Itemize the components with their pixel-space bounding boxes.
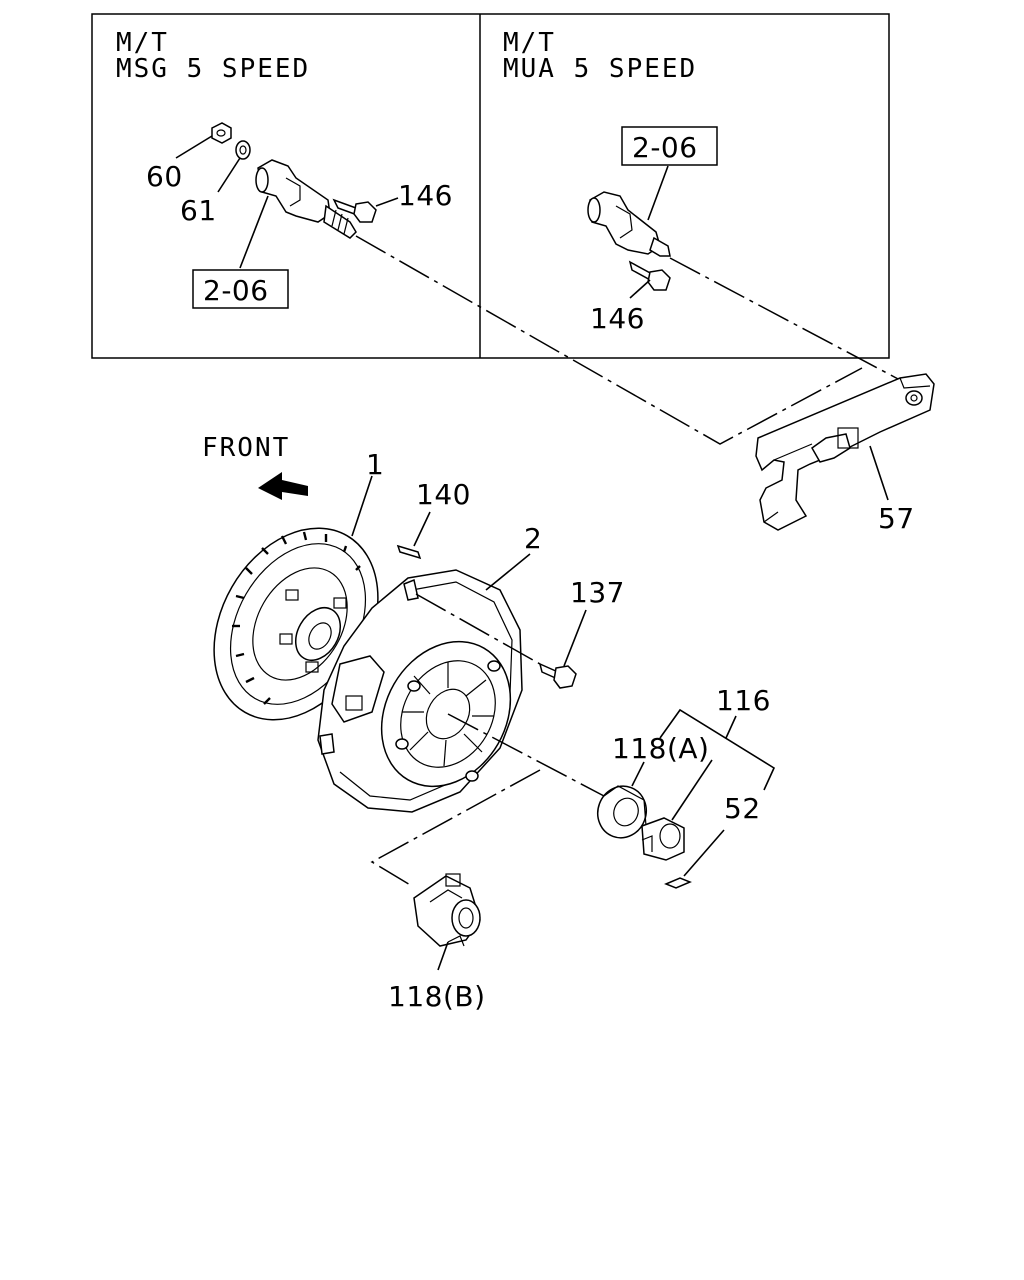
connector-left-to-fork xyxy=(355,235,863,445)
left-slave-cylinder xyxy=(211,122,377,239)
leader-2 xyxy=(485,553,531,591)
ref-box-right xyxy=(621,126,718,166)
callout-1: 1 xyxy=(366,448,384,481)
release-fork-57 xyxy=(755,373,935,531)
release-bearing-118a xyxy=(597,785,647,839)
right-panel-type: M/T xyxy=(503,28,556,58)
callout-118b: 118(B) xyxy=(388,980,486,1013)
right-panel-model: MUA 5 SPEED xyxy=(503,54,697,84)
bracket-116 xyxy=(659,708,776,791)
leader-1 xyxy=(351,475,373,537)
clip-52 xyxy=(664,877,692,889)
callout-2: 2 xyxy=(524,522,542,555)
leader-52 xyxy=(683,829,725,877)
callout-137: 137 xyxy=(570,576,625,609)
ref-206-left: 2-06 xyxy=(203,274,269,307)
leader-137 xyxy=(563,609,587,667)
ref-box-left xyxy=(192,269,289,309)
washer-61 xyxy=(235,140,251,160)
connector-plate-to-118b xyxy=(370,769,541,887)
left-panel-type: M/T xyxy=(116,28,169,58)
callout-61: 61 xyxy=(180,194,217,227)
leader-118b xyxy=(437,941,449,971)
leader-146-right xyxy=(629,279,651,299)
panels-frame xyxy=(91,13,890,359)
bolt-137 xyxy=(538,662,577,689)
callout-118a: 118(A) xyxy=(612,732,709,765)
leader-146-left xyxy=(375,197,399,207)
callout-146-right: 146 xyxy=(590,302,645,335)
nut-60 xyxy=(211,122,232,144)
ref-206-right: 2-06 xyxy=(632,131,698,164)
leader-61 xyxy=(217,157,241,193)
pressure-plate-2 xyxy=(317,569,523,813)
front-label: FRONT xyxy=(202,433,290,463)
callout-60: 60 xyxy=(146,160,183,193)
callout-57: 57 xyxy=(878,502,915,535)
leader-118a-sleeve xyxy=(671,759,713,821)
connector-bolt-137 xyxy=(415,593,541,665)
release-bearing-118b xyxy=(413,873,481,947)
leader-140 xyxy=(413,511,431,547)
connector-right-to-fork xyxy=(669,257,901,381)
connector-plate-to-bearing xyxy=(447,713,605,797)
leader-118a xyxy=(631,761,645,787)
callout-116: 116 xyxy=(716,684,771,717)
callout-146-left: 146 xyxy=(398,179,453,212)
callout-140: 140 xyxy=(416,478,471,511)
bearing-sleeve xyxy=(641,817,685,861)
callout-52: 52 xyxy=(724,792,761,825)
leader-57 xyxy=(869,445,889,501)
front-arrow-icon xyxy=(258,472,308,500)
leader-206-right xyxy=(647,165,669,221)
left-panel-model: MSG 5 SPEED xyxy=(116,54,310,84)
pin-140 xyxy=(396,544,422,560)
variant-panels xyxy=(91,13,890,359)
leader-206-left xyxy=(239,195,269,269)
right-slave-cylinder xyxy=(587,191,671,291)
leader-60 xyxy=(175,135,213,159)
leader-116 xyxy=(725,715,737,739)
